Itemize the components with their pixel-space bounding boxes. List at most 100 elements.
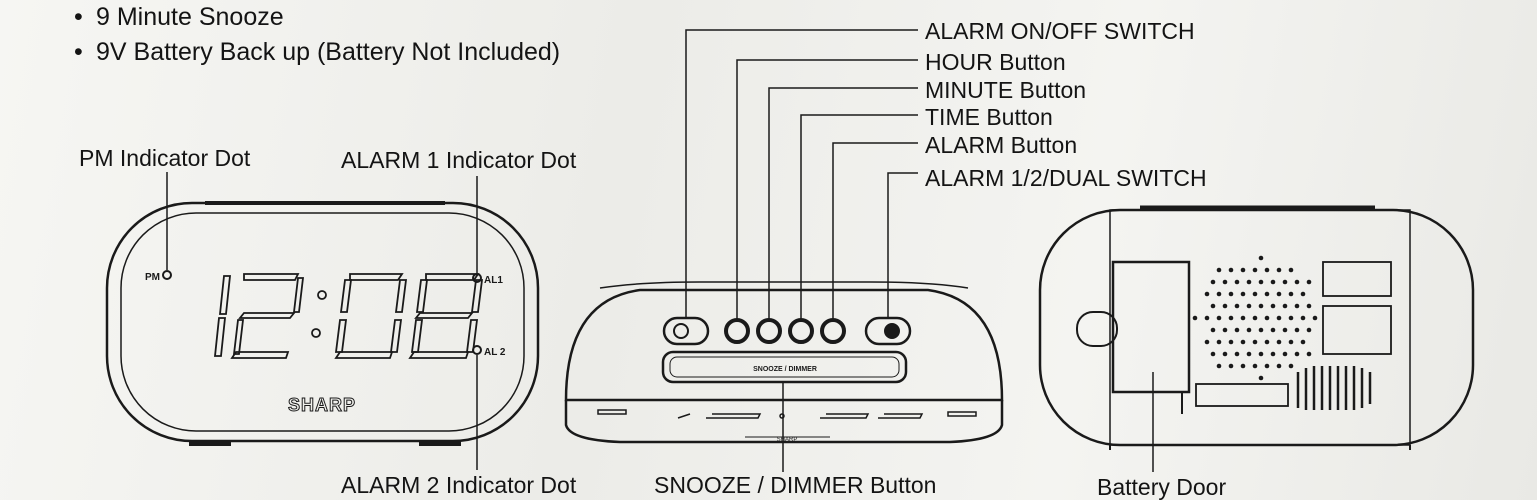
vent-hole bbox=[1216, 363, 1222, 369]
vent-hole bbox=[1300, 339, 1306, 345]
vent-hole bbox=[1276, 267, 1282, 273]
vent-hole bbox=[1306, 351, 1312, 357]
alarm1-indicator-label: ALARM 1 Indicator Dot bbox=[341, 147, 577, 173]
vent-hole bbox=[1246, 351, 1252, 357]
vent-hole bbox=[1252, 267, 1258, 273]
vent-hole bbox=[1282, 303, 1288, 309]
speaker-grille bbox=[1296, 366, 1372, 410]
vent-hole bbox=[1222, 327, 1228, 333]
vent-hole bbox=[1252, 363, 1258, 369]
vent-hole bbox=[1228, 363, 1234, 369]
vent-hole bbox=[1288, 339, 1294, 345]
vent-hole bbox=[1246, 303, 1252, 309]
vent-hole bbox=[1288, 315, 1294, 321]
al2-marker: AL 2 bbox=[484, 347, 506, 358]
alarm-button bbox=[820, 318, 846, 344]
battery-door bbox=[1111, 260, 1191, 394]
minute-button-label: MINUTE Button bbox=[925, 77, 1087, 103]
vent-hole bbox=[1306, 303, 1312, 309]
vent-hole bbox=[1258, 279, 1264, 285]
feature-battery: •9V Battery Back up (Battery Not Include… bbox=[74, 38, 561, 66]
front-display-digits bbox=[214, 273, 484, 359]
time-button-label: TIME Button bbox=[925, 104, 1053, 130]
vent-hole bbox=[1258, 351, 1264, 357]
vent-hole bbox=[1240, 267, 1246, 273]
vent-hole bbox=[1282, 327, 1288, 333]
vent-hole bbox=[1288, 291, 1294, 297]
hour-button bbox=[724, 318, 750, 344]
vent-hole bbox=[1240, 315, 1246, 321]
back-view-clock bbox=[1038, 205, 1475, 450]
vent-hole bbox=[1228, 267, 1234, 273]
vent-hole bbox=[1216, 339, 1222, 345]
vent-hole bbox=[1222, 351, 1228, 357]
front-view-clock bbox=[105, 201, 540, 446]
vent-hole bbox=[1216, 267, 1222, 273]
vent-hole bbox=[1216, 315, 1222, 321]
vent-hole bbox=[1258, 327, 1264, 333]
alarm-button-label: ALARM Button bbox=[925, 132, 1078, 158]
vent-hole bbox=[1240, 363, 1246, 369]
vent-hole bbox=[1210, 303, 1216, 309]
alarm2-indicator-label: ALARM 2 Indicator Dot bbox=[341, 472, 577, 498]
top-view-display bbox=[597, 409, 977, 438]
vent-hole bbox=[1252, 315, 1258, 321]
vent-hole bbox=[1258, 255, 1264, 261]
snooze-dimmer-bar bbox=[661, 350, 908, 384]
vent-hole bbox=[1264, 339, 1270, 345]
vent-hole bbox=[1276, 291, 1282, 297]
vent-hole bbox=[1294, 327, 1300, 333]
vent-hole bbox=[1258, 375, 1264, 381]
vent-hole bbox=[1252, 339, 1258, 345]
vent-hole bbox=[1294, 303, 1300, 309]
alarm-switch bbox=[662, 316, 710, 346]
vent-hole bbox=[1192, 315, 1198, 321]
top-view-clock bbox=[564, 281, 1004, 444]
vent-hole bbox=[1228, 291, 1234, 297]
battery-door-label: Battery Door bbox=[1097, 474, 1227, 500]
alarm2-indicator-dot bbox=[472, 345, 482, 355]
pm-indicator-dot bbox=[162, 270, 172, 280]
vent-hole bbox=[1276, 315, 1282, 321]
vent-hole bbox=[1300, 315, 1306, 321]
vent-hole bbox=[1204, 315, 1210, 321]
vent-hole bbox=[1204, 339, 1210, 345]
vent-hole bbox=[1210, 327, 1216, 333]
top-brand-logo: SHARP bbox=[777, 437, 798, 443]
pm-marker: PM bbox=[145, 272, 160, 283]
vent-hole bbox=[1252, 291, 1258, 297]
vent-hole bbox=[1264, 291, 1270, 297]
bullet-icon: • bbox=[74, 38, 83, 66]
vent-hole bbox=[1222, 303, 1228, 309]
vent-hole bbox=[1312, 315, 1318, 321]
vent-hole bbox=[1270, 279, 1276, 285]
vent-hole bbox=[1276, 339, 1282, 345]
al1-marker: AL1 bbox=[484, 275, 503, 286]
vent-hole bbox=[1228, 315, 1234, 321]
pm-indicator-label: PM Indicator Dot bbox=[79, 145, 251, 171]
vent-hole bbox=[1204, 291, 1210, 297]
vent-hole bbox=[1288, 267, 1294, 273]
vent-hole bbox=[1216, 291, 1222, 297]
vent-hole bbox=[1240, 339, 1246, 345]
vent-hole bbox=[1234, 351, 1240, 357]
vent-hole bbox=[1294, 279, 1300, 285]
alarm-switch-label: ALARM ON/OFF SWITCH bbox=[925, 18, 1195, 44]
vent-holes bbox=[1192, 255, 1318, 381]
vent-hole bbox=[1270, 327, 1276, 333]
alarm1-indicator-dot bbox=[472, 273, 482, 283]
vent-hole bbox=[1264, 315, 1270, 321]
vent-hole bbox=[1240, 291, 1246, 297]
vent-hole bbox=[1246, 279, 1252, 285]
minute-button bbox=[756, 318, 782, 344]
vent-hole bbox=[1282, 351, 1288, 357]
snooze-dimmer-label: SNOOZE / DIMMER Button bbox=[654, 472, 937, 498]
dual-switch-label: ALARM 1/2/DUAL SWITCH bbox=[925, 165, 1207, 191]
vent-hole bbox=[1222, 279, 1228, 285]
vent-hole bbox=[1234, 279, 1240, 285]
vent-hole bbox=[1264, 363, 1270, 369]
hour-button-label: HOUR Button bbox=[925, 49, 1066, 75]
vent-hole bbox=[1270, 303, 1276, 309]
vent-hole bbox=[1306, 327, 1312, 333]
